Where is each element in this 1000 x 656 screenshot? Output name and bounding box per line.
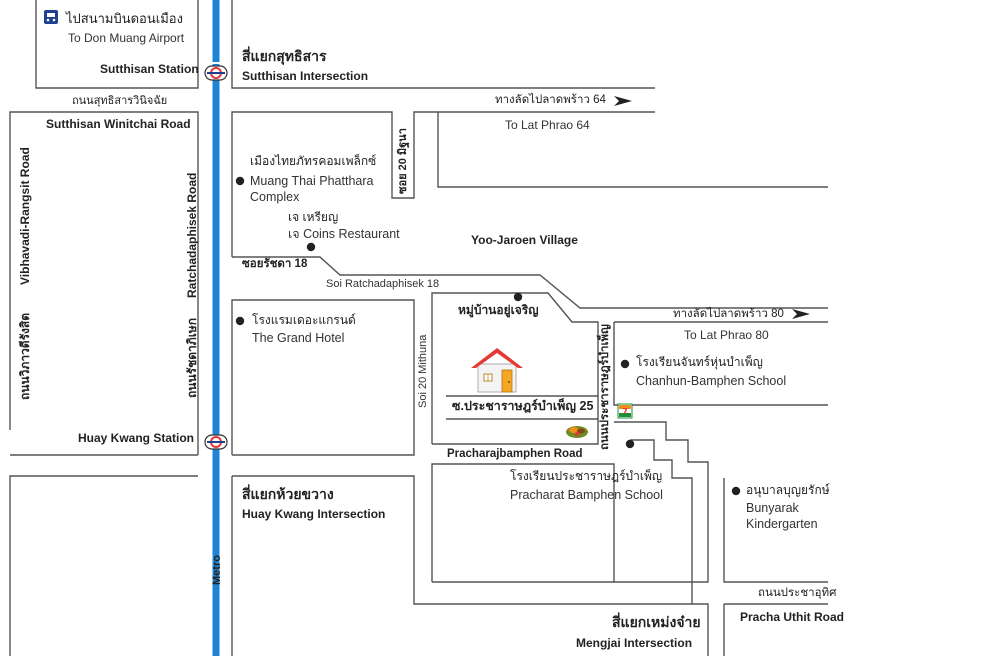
lat-phrao80-th: ทางลัดไปลาดพร้าว 80 [673, 308, 784, 320]
road-outlines [9, 0, 828, 656]
pracharaj-bamphen-road-en: Pracharajbamphen Road [447, 448, 583, 460]
mengjai-intersection-th: สี่แยกเหม่งจ๋าย [612, 614, 701, 630]
road-edge [232, 475, 709, 656]
sutthisan-winitchai-road-th: ถนนสุทธิสารวินิจฉัย [72, 95, 168, 107]
svg-text:7: 7 [622, 407, 628, 416]
location-dot-icon [306, 242, 316, 252]
pracharat-school-th: โรงเรียนประชาราษฎร์บำเพ็ญ [510, 469, 663, 483]
pracharat-school-en: Pracharat Bamphen School [510, 488, 663, 502]
road-edge [614, 421, 709, 583]
soi-ratchada18-th: ซอยรัชดา 18 [242, 258, 308, 270]
road-edge [723, 478, 828, 583]
coins-restaurant-th: เจ เหรียญ [288, 210, 339, 224]
road-edge [437, 112, 828, 188]
road-edge [231, 111, 655, 257]
coins-restaurant-en: เจ Coins Restaurant [288, 227, 400, 241]
location-dot-icon [625, 439, 635, 449]
muang-thai-en-2: Complex [250, 190, 300, 204]
food-icon [566, 426, 588, 438]
metro-gap-top [211, 62, 221, 64]
road-edge [232, 256, 828, 309]
yoo-jaroen-th: หมู่บ้านอยู่เจริญ [458, 303, 539, 317]
lat-phrao80-en: To Lat Phrao 80 [684, 328, 769, 342]
vibhavadi-road-th: ถนนวิภาวดีรังสิต [18, 312, 32, 400]
location-dot-icon [620, 359, 630, 369]
pracharaj-bamphen-road-th: ถนนประชาราษฎร์บำเพ็ญ [599, 324, 611, 450]
grand-hotel-en: The Grand Hotel [252, 331, 345, 345]
road-edge [431, 292, 599, 445]
road-edge [613, 322, 828, 406]
airport-label-th: ไปสนามบินดอนเมือง [66, 11, 183, 26]
soi-ratchada18-en: Soi Ratchadaphisek 18 [326, 278, 440, 290]
location-dot-icon [731, 486, 741, 496]
road-edge [231, 0, 655, 89]
road-edge [35, 0, 199, 89]
airport-label-en: To Don Muang Airport [68, 31, 185, 45]
sutthisan-winitchai-road-en: Sutthisan Winitchai Road [46, 117, 191, 131]
arrow-right-icon [792, 309, 810, 319]
chanhun-school-en: Chanhun-Bamphen School [636, 374, 787, 388]
road-edge [231, 299, 415, 456]
house-icon [471, 348, 523, 393]
mengjai-intersection-en: Mengjai Intersection [576, 636, 693, 650]
yoo-jaroen-village: Yoo-Jaroen Village [471, 233, 578, 247]
road-edge [630, 439, 693, 604]
location-dot-icon [513, 292, 523, 302]
ratchadaphisek-road-th: ถนนรัชดาภิเษก [185, 318, 199, 398]
muang-thai-th: เมืองไทยภัทรคอมเพล็กซ์ [250, 154, 377, 168]
arrow-right-icon [614, 96, 632, 106]
road-edge [9, 111, 199, 455]
huay-kwang-station-icon [204, 434, 228, 450]
road-edge [431, 463, 615, 583]
huay-kwang-intersection-th: สี่แยกห้วยขวาง [242, 486, 334, 502]
pracha-uthit-road-th: ถนนประชาอุทิศ [758, 587, 837, 599]
chanhun-school-th: โรงเรียนจันทร์หุ่นบำเพ็ญ [636, 355, 763, 369]
pracha-uthit-road-en: Pracha Uthit Road [740, 610, 845, 624]
lat-phrao64-th: ทางลัดไปลาดพร้าว 64 [495, 94, 606, 106]
bunyarak-en-2: Kindergarten [746, 517, 818, 531]
sutthisan-intersection-th: สี่แยกสุทธิสาร [242, 48, 327, 64]
train-icon [44, 10, 58, 24]
location-dot-icon [235, 316, 245, 326]
sutthisan-station-label: Sutthisan Station [100, 62, 199, 76]
bunyarak-en-1: Bunyarak [746, 501, 799, 515]
muang-thai-en-1: Muang Thai Phatthara [250, 174, 374, 188]
soi20-mitthana-th: ซอย 20 มิฐนา [397, 128, 409, 194]
destination-soi-label: ซ.ประชาราษฎร์บำเพ็ญ 25 [452, 399, 594, 413]
road-edge [9, 475, 198, 656]
huay-kwang-station-label: Huay Kwang Station [78, 431, 195, 445]
ratchadaphisek-road-en: Ratchadaphisek Road [185, 172, 199, 298]
location-dot-icon [235, 176, 245, 186]
lat-phrao64-en: To Lat Phrao 64 [505, 118, 590, 132]
vibhavadi-road-en: Vibhavadi-Rangsit Road [18, 147, 32, 285]
seven-eleven-icon: 7 [617, 403, 633, 419]
metro-label: Metro [211, 555, 223, 585]
grand-hotel-th: โรงแรมเดอะแกรนด์ [252, 313, 356, 327]
huay-kwang-intersection-en: Huay Kwang Intersection [242, 507, 386, 521]
sutthisan-intersection-en: Sutthisan Intersection [242, 69, 369, 83]
sutthisan-station-icon [204, 65, 228, 81]
soi20-mithuna-en: Soi 20 Mithuna [417, 334, 429, 408]
bunyarak-th: อนุบาลบุญยรักษ์ [746, 483, 830, 497]
